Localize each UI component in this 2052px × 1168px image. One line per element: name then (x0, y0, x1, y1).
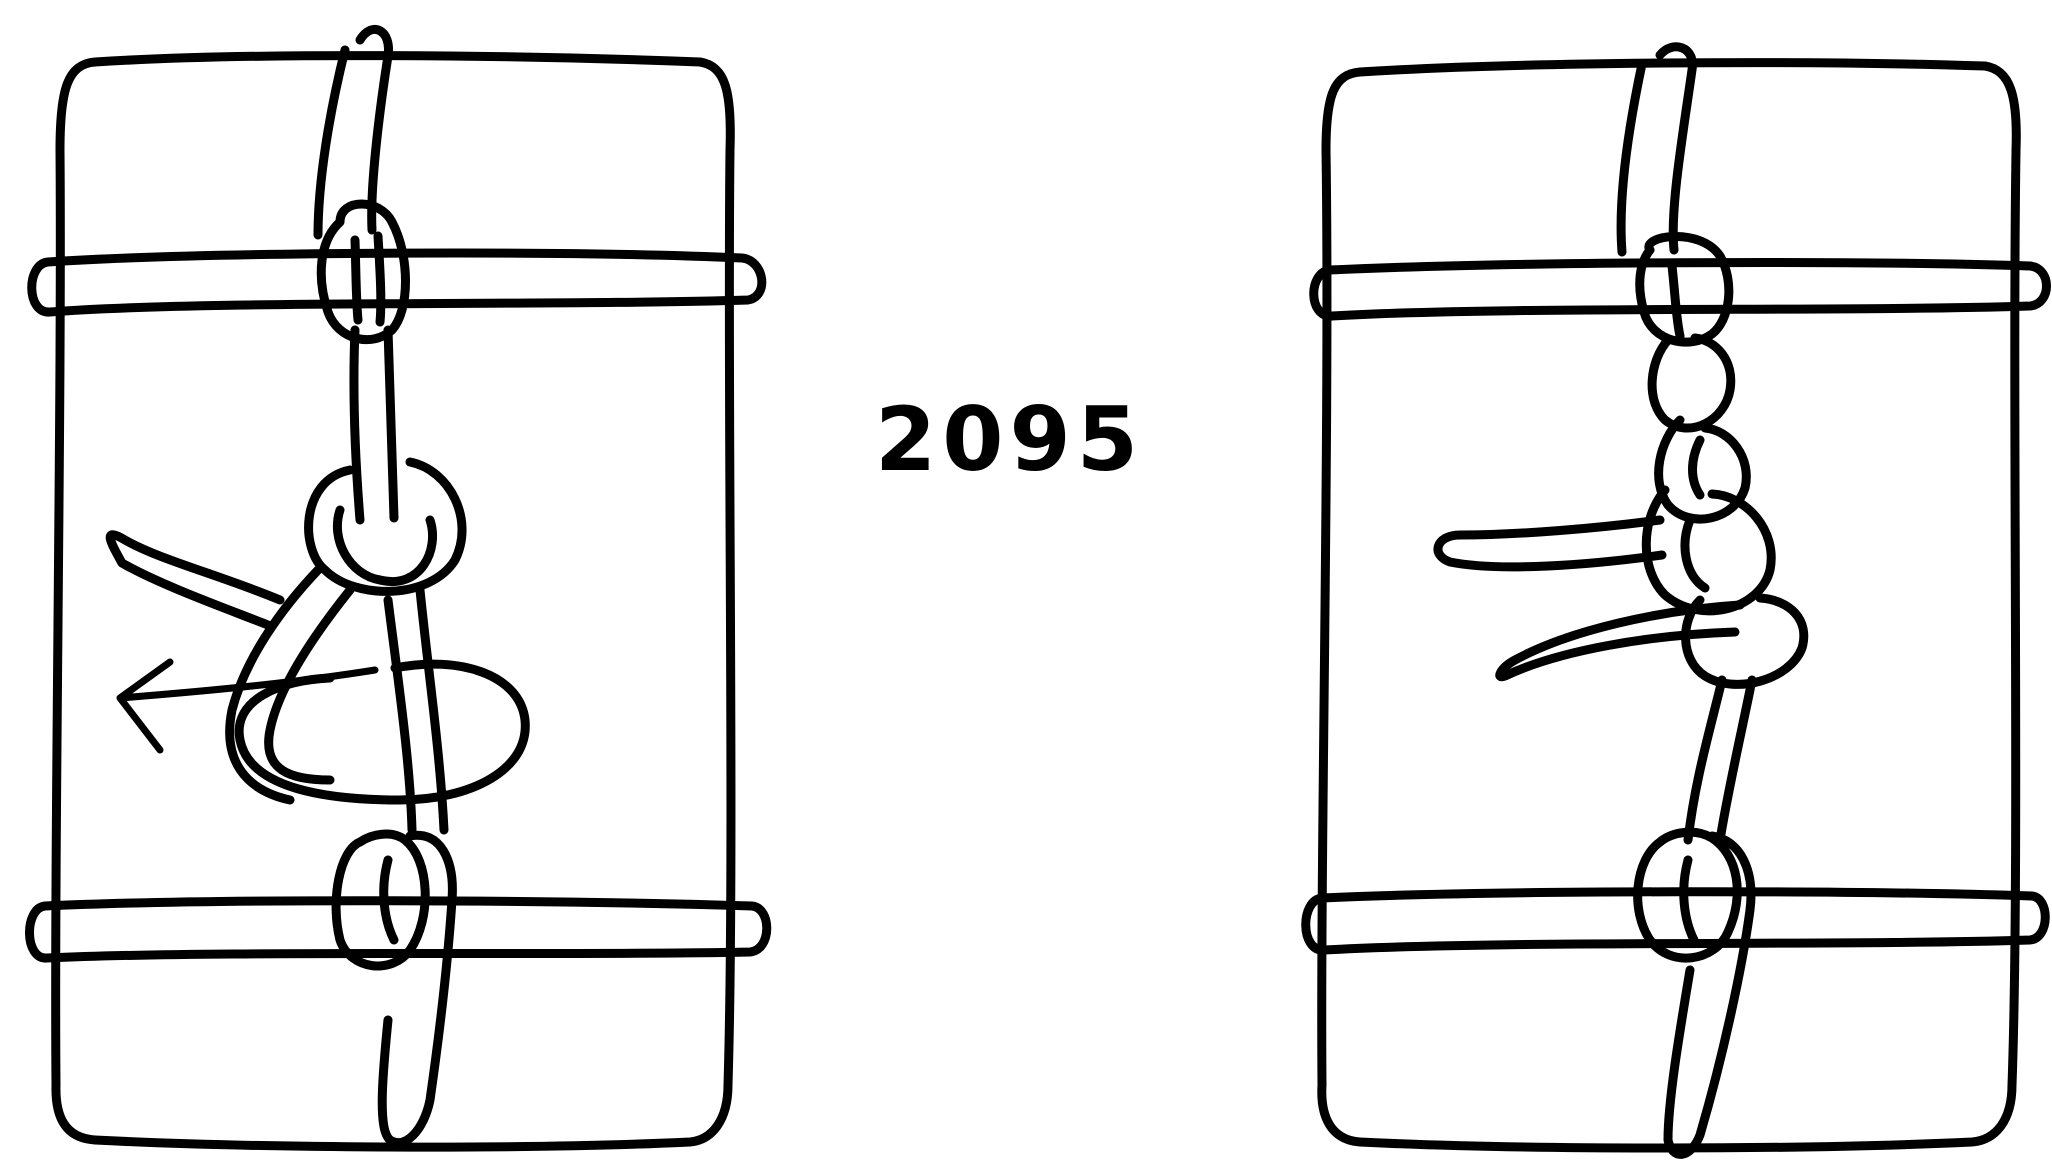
right-tail-upper (1438, 520, 1662, 567)
left-lower-hitch (336, 834, 452, 1143)
right-tail-lower (1500, 605, 1740, 677)
right-lower-band (1306, 892, 2046, 950)
left-panel (29, 29, 766, 1147)
right-panel (1306, 47, 2047, 1155)
right-lower-cord (1688, 680, 1752, 840)
left-central-loop (309, 462, 462, 591)
left-upper-hitch (321, 204, 405, 340)
right-top-cord (1621, 47, 1692, 252)
left-upper-band (32, 253, 762, 312)
left-lower-band (29, 901, 766, 958)
left-tail-end (110, 535, 280, 625)
right-chain-link-1 (1652, 338, 1731, 428)
right-upper-hitch (1640, 236, 1729, 342)
figure-number: 2095 (875, 388, 1144, 491)
left-link-cord (354, 330, 394, 520)
right-lower-hitch (1638, 832, 1751, 1154)
